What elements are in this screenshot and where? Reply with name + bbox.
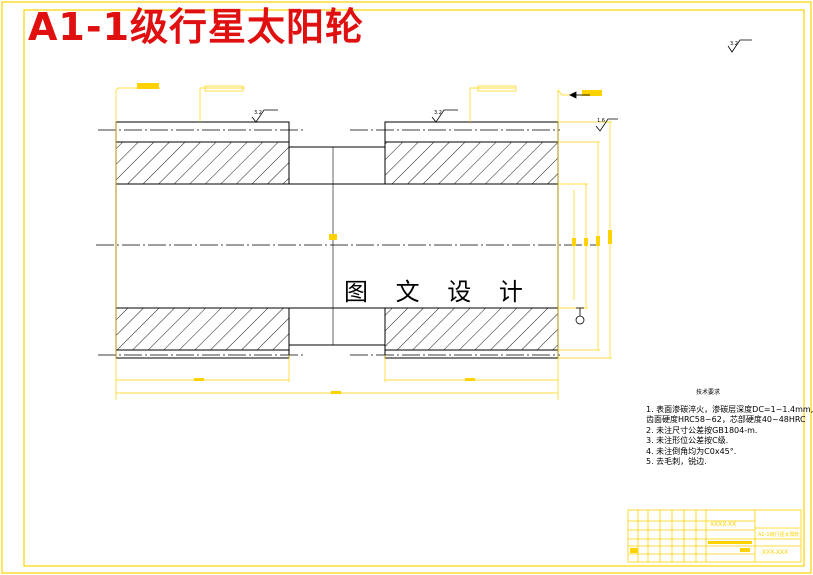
title-block-code-top: XXXX-XX bbox=[710, 521, 737, 528]
title-block-code-bottom: XXX-XXX bbox=[762, 549, 789, 556]
leader-icon bbox=[569, 91, 590, 99]
note-item: 齿面硬度HRC58~62，芯部硬度40~48HRC bbox=[646, 415, 806, 424]
hatched-section-bottom-right bbox=[384, 307, 559, 351]
title-block-drawing-name: A1-1级行星太阳轮 bbox=[758, 532, 800, 538]
technical-requirements: 技术要求 1. 表面渗碳淬火，渗碳层深度DC=1~1.4mm, 齿面硬度HRC5… bbox=[646, 388, 813, 468]
dimension-lines bbox=[115, 83, 612, 400]
note-item: 5. 去毛刺，锐边. bbox=[646, 457, 707, 466]
note-item: 3. 未注形位公差按C级. bbox=[646, 436, 729, 445]
note-item: 4. 未注倒角均为C0x45°. bbox=[646, 446, 737, 456]
gear-tooth-band-top-right bbox=[384, 121, 559, 143]
hatched-section-bottom-left bbox=[115, 307, 290, 351]
datum-icon bbox=[575, 307, 585, 325]
neck-bottom bbox=[288, 307, 386, 346]
note-item: 1. 表面渗碳淬火，渗碳层深度DC=1~1.4mm, bbox=[646, 404, 813, 414]
roughness-icon bbox=[251, 39, 752, 132]
roughness-value-right: 1.6 bbox=[597, 118, 605, 124]
gear-tooth-band-top-left bbox=[115, 121, 290, 143]
notes-heading: 技术要求 bbox=[696, 389, 721, 396]
title-block bbox=[627, 509, 802, 563]
roughness-value-global: 3.2 bbox=[730, 41, 738, 47]
part-outline bbox=[115, 121, 559, 359]
watermark-text: 图 文 设 计 bbox=[340, 272, 537, 307]
note-item: 2. 未注尺寸公差按GB1804-m. bbox=[646, 425, 758, 435]
roughness-value-mid: 3.2 bbox=[434, 110, 442, 116]
gear-tooth-band-bottom-right bbox=[384, 349, 559, 359]
neck-top bbox=[288, 146, 386, 185]
roughness-value-left: 3.2 bbox=[254, 110, 262, 116]
gear-tooth-band-bottom-left bbox=[115, 349, 290, 359]
inner-border bbox=[23, 9, 805, 567]
hatched-section-top-left bbox=[115, 141, 290, 185]
hatched-section-top-right bbox=[384, 141, 559, 185]
drawing-title: A1-1级行星太阳轮 bbox=[28, 5, 365, 49]
